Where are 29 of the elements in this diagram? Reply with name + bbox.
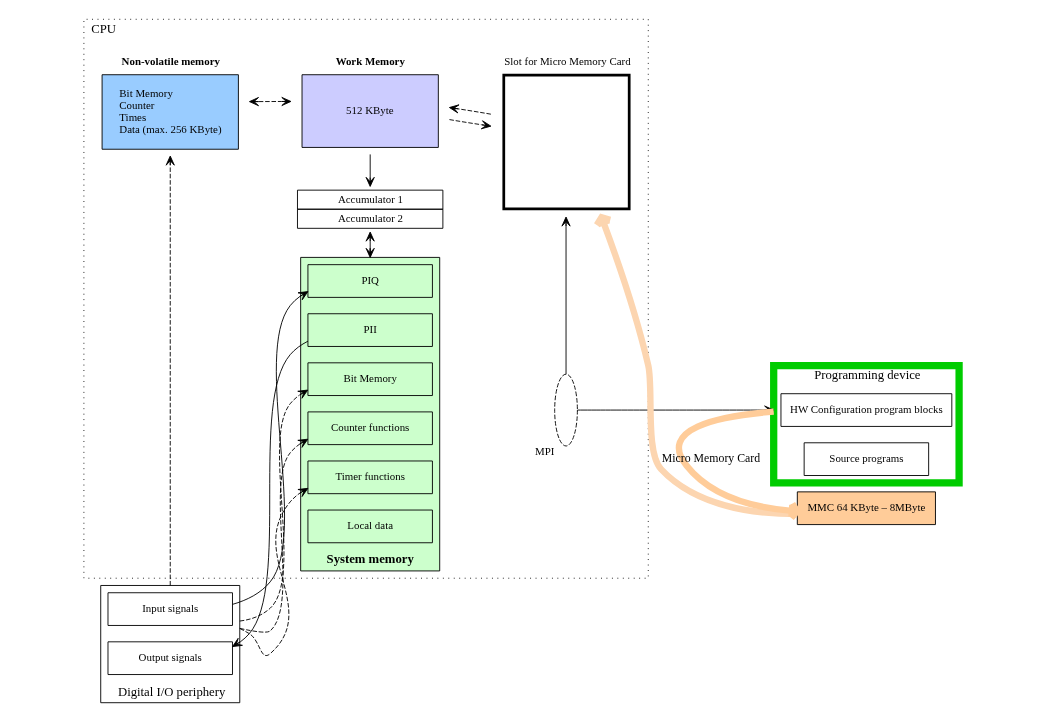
arrow bbox=[231, 291, 308, 605]
arrow bbox=[231, 340, 308, 648]
arrow bbox=[165, 155, 175, 586]
node-box: PIQ bbox=[306, 264, 433, 298]
node-box: Source programs bbox=[803, 442, 929, 476]
arrow bbox=[238, 389, 308, 622]
node-box: Local data bbox=[306, 509, 433, 544]
arrow bbox=[448, 119, 491, 130]
node-box: Output signals bbox=[107, 641, 233, 675]
node-box: HW Configuration program blocks bbox=[780, 393, 952, 427]
arrow bbox=[238, 487, 308, 656]
node-box: Bit Memory bbox=[306, 362, 433, 396]
node-label: Work Memory bbox=[335, 55, 405, 68]
arrow bbox=[448, 104, 491, 115]
node-label: Non-volatile memory bbox=[121, 55, 220, 68]
node-box: MMC 64 KByte – 8MByte bbox=[796, 491, 936, 526]
arrow bbox=[675, 408, 800, 522]
node-box: Input signals bbox=[107, 592, 233, 626]
node-box: PII bbox=[306, 313, 433, 347]
node-box: Counter functions bbox=[306, 411, 433, 446]
arrow bbox=[561, 216, 571, 375]
arrow bbox=[365, 153, 375, 187]
node-label: MPI bbox=[534, 444, 554, 457]
arrow bbox=[238, 438, 308, 633]
arrow bbox=[248, 96, 291, 107]
node-box: Timer functions bbox=[306, 460, 433, 495]
edge-label: Micro Memory Card bbox=[661, 451, 760, 466]
node-ellipse bbox=[553, 373, 578, 447]
node-label: Slot for Micro Memory Card bbox=[503, 55, 631, 68]
